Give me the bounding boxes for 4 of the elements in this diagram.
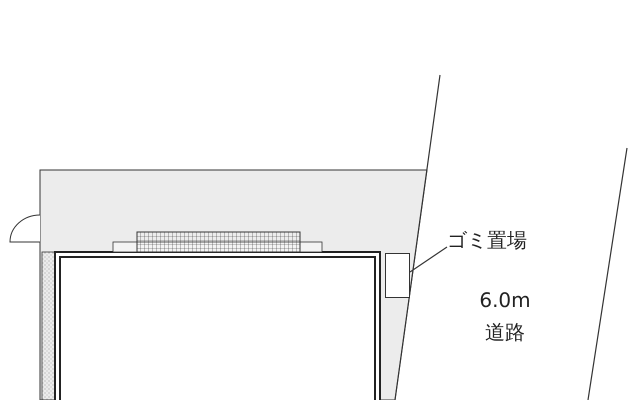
garbage-area-box: [385, 253, 410, 298]
leader-line: [410, 246, 448, 272]
area-label: ゴミ置場: [447, 228, 555, 254]
road-label: 6.0m 道路: [478, 287, 532, 346]
